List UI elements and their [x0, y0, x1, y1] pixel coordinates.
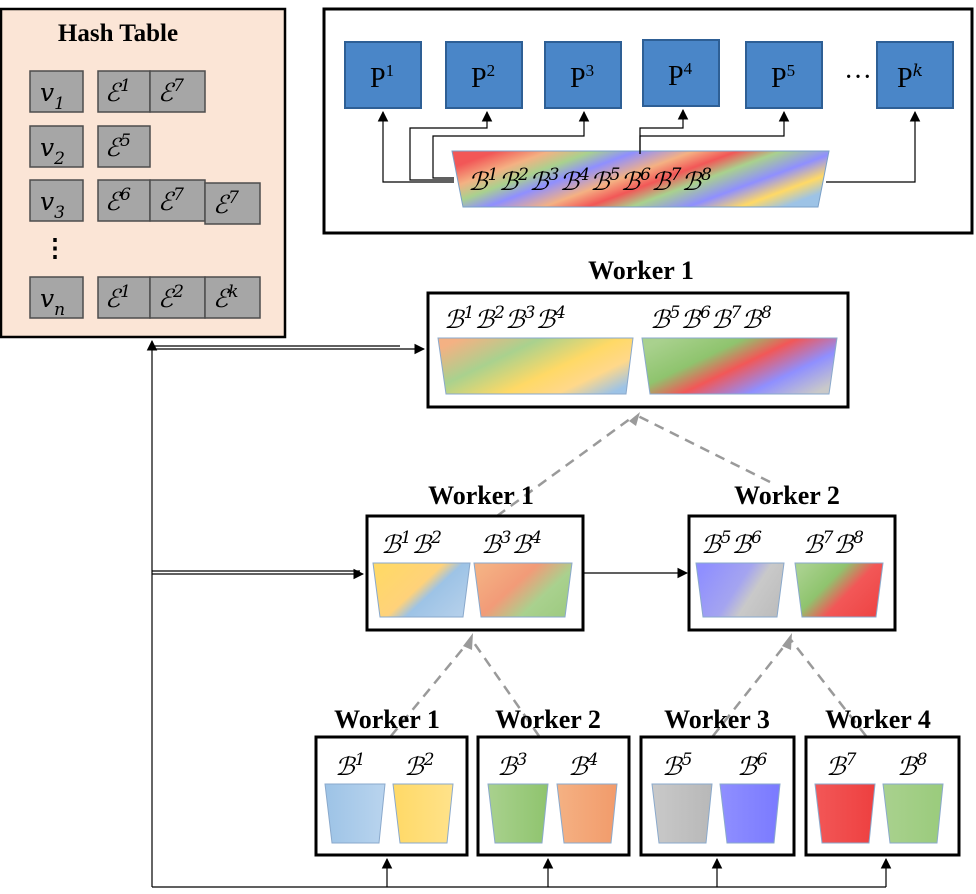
- partition-ellipsis: ···: [844, 62, 872, 93]
- worker-card: Worker 2 ℬ3 ℬ4: [476, 705, 631, 857]
- hash-key: v3: [40, 187, 65, 223]
- hash-entry: ℰk: [213, 282, 238, 313]
- worker-title: Worker 1: [588, 256, 694, 285]
- merged-block: [641, 337, 838, 395]
- block: [392, 783, 454, 844]
- block-group-label: ℬ1ℬ2ℬ3ℬ4: [444, 303, 566, 334]
- hash-entry: ℰ1: [105, 282, 131, 313]
- svg-text:P4: P4: [668, 59, 693, 92]
- hash-key: v1: [40, 78, 65, 114]
- block: [324, 783, 386, 844]
- svg-text:ℬ5: ℬ5: [662, 750, 692, 781]
- merged-block: [794, 562, 884, 618]
- svg-text:ℬ7: ℬ7: [826, 750, 857, 781]
- merged-block: [695, 562, 785, 618]
- hash-entry: ℰ6: [105, 185, 131, 216]
- combined-buffer-label: ℬ1ℬ2ℬ3ℬ4ℬ5ℬ6ℬ7ℬ8: [468, 165, 712, 196]
- merge-arrows-top: [496, 412, 771, 518]
- partition-box: P3: [544, 41, 622, 109]
- block: [487, 783, 549, 844]
- block: [814, 783, 876, 844]
- block: [651, 783, 713, 844]
- partition-box: Pk: [876, 41, 954, 109]
- worker-card: Worker 2 ℬ5ℬ6 ℬ7ℬ8: [687, 481, 897, 632]
- partition-box: P4: [642, 39, 720, 107]
- svg-text:P2: P2: [471, 61, 495, 94]
- svg-text:ℬ2: ℬ2: [404, 750, 434, 781]
- merged-block: [372, 562, 471, 618]
- worker-title: Worker 1: [334, 705, 440, 734]
- merge-arrows-bottom: [390, 633, 867, 737]
- hash-entry: ℰ5: [105, 131, 131, 162]
- hash-table: Hash Table v1 ℰ1 ℰ7 v2 ℰ5 v3 ℰ6 ℰ7 ℰ7: [0, 7, 287, 339]
- hash-key: v2: [40, 133, 65, 169]
- block-group-label: ℬ5ℬ6: [701, 528, 762, 559]
- hash-row: vn ℰ1 ℰ2 ℰk: [29, 276, 261, 320]
- merged-block: [473, 562, 573, 618]
- hash-entry: ℰ7: [158, 76, 184, 107]
- hash-row: v3 ℰ6 ℰ7 ℰ7: [29, 179, 261, 225]
- worker-title: Worker 4: [825, 705, 931, 734]
- worker-level2: Worker 1 ℬ1ℬ2 ℬ3ℬ4 Worker 2 ℬ5ℬ6 ℬ7ℬ8: [365, 481, 897, 632]
- hash-row: v2 ℰ5: [29, 125, 151, 169]
- hash-entry: ℰ7: [158, 185, 184, 216]
- worker-title: Worker 1: [428, 481, 534, 510]
- svg-text:ℬ3: ℬ3: [497, 750, 527, 781]
- svg-text:ℬ1: ℬ1: [335, 750, 365, 781]
- worker-level3: Worker 1 ℬ1ℬ2ℬ3ℬ4 ℬ5ℬ6ℬ7ℬ8: [426, 256, 850, 409]
- worker-title: Worker 3: [664, 705, 770, 734]
- svg-text:P3: P3: [570, 61, 594, 94]
- hash-entry: ℰ7: [213, 188, 239, 219]
- worker-card: Worker 4 ℬ7 ℬ8: [804, 705, 961, 857]
- partition-box: P5: [745, 41, 823, 109]
- hash-entry: ℰ1: [105, 76, 131, 107]
- hash-key: vn: [40, 284, 65, 320]
- partition-box: P1: [344, 41, 422, 109]
- worker-card: Worker 1 ℬ1ℬ2 ℬ3ℬ4: [365, 481, 585, 632]
- block-group-label: ℬ3ℬ4: [481, 528, 542, 559]
- combined-buffer: [451, 150, 830, 208]
- worker-title: Worker 2: [734, 481, 840, 510]
- partition-box: P2: [445, 41, 523, 109]
- block: [882, 783, 944, 844]
- hash-feed-lines: [146, 339, 892, 888]
- svg-text:P1: P1: [370, 61, 394, 94]
- partition-panel: P1 P2 P3 P4 P5 ··· Pk ℬ1ℬ2ℬ3ℬ4ℬ5ℬ6ℬ7ℬ8: [322, 7, 974, 235]
- worker-title: Worker 2: [495, 705, 601, 734]
- hash-ellipsis: ⋮: [43, 235, 68, 262]
- block-group-label: ℬ7ℬ8: [803, 528, 864, 559]
- hash-table-title: Hash Table: [58, 20, 178, 47]
- block: [719, 783, 781, 844]
- svg-text:ℬ8: ℬ8: [897, 750, 928, 781]
- hash-entry: ℰ2: [158, 282, 184, 313]
- svg-text:Pk: Pk: [897, 61, 923, 94]
- block-group-label: ℬ5ℬ6ℬ7ℬ8: [650, 303, 772, 334]
- block-group-label: ℬ1ℬ2: [381, 528, 442, 559]
- worker-level1: Worker 1 ℬ1 ℬ2 Worker 2 ℬ3 ℬ4 Worker 3 ℬ…: [314, 705, 961, 857]
- svg-text:P5: P5: [771, 61, 795, 94]
- svg-text:ℬ4: ℬ4: [568, 750, 598, 781]
- partition-connectors: [377, 108, 921, 183]
- worker-card: Worker 1 ℬ1 ℬ2: [314, 705, 469, 857]
- hash-row: v1 ℰ1 ℰ7: [29, 70, 206, 114]
- block: [556, 783, 618, 844]
- worker-card: Worker 3 ℬ5 ℬ6: [639, 705, 796, 857]
- merged-block: [437, 337, 634, 395]
- svg-text:ℬ6: ℬ6: [737, 750, 768, 781]
